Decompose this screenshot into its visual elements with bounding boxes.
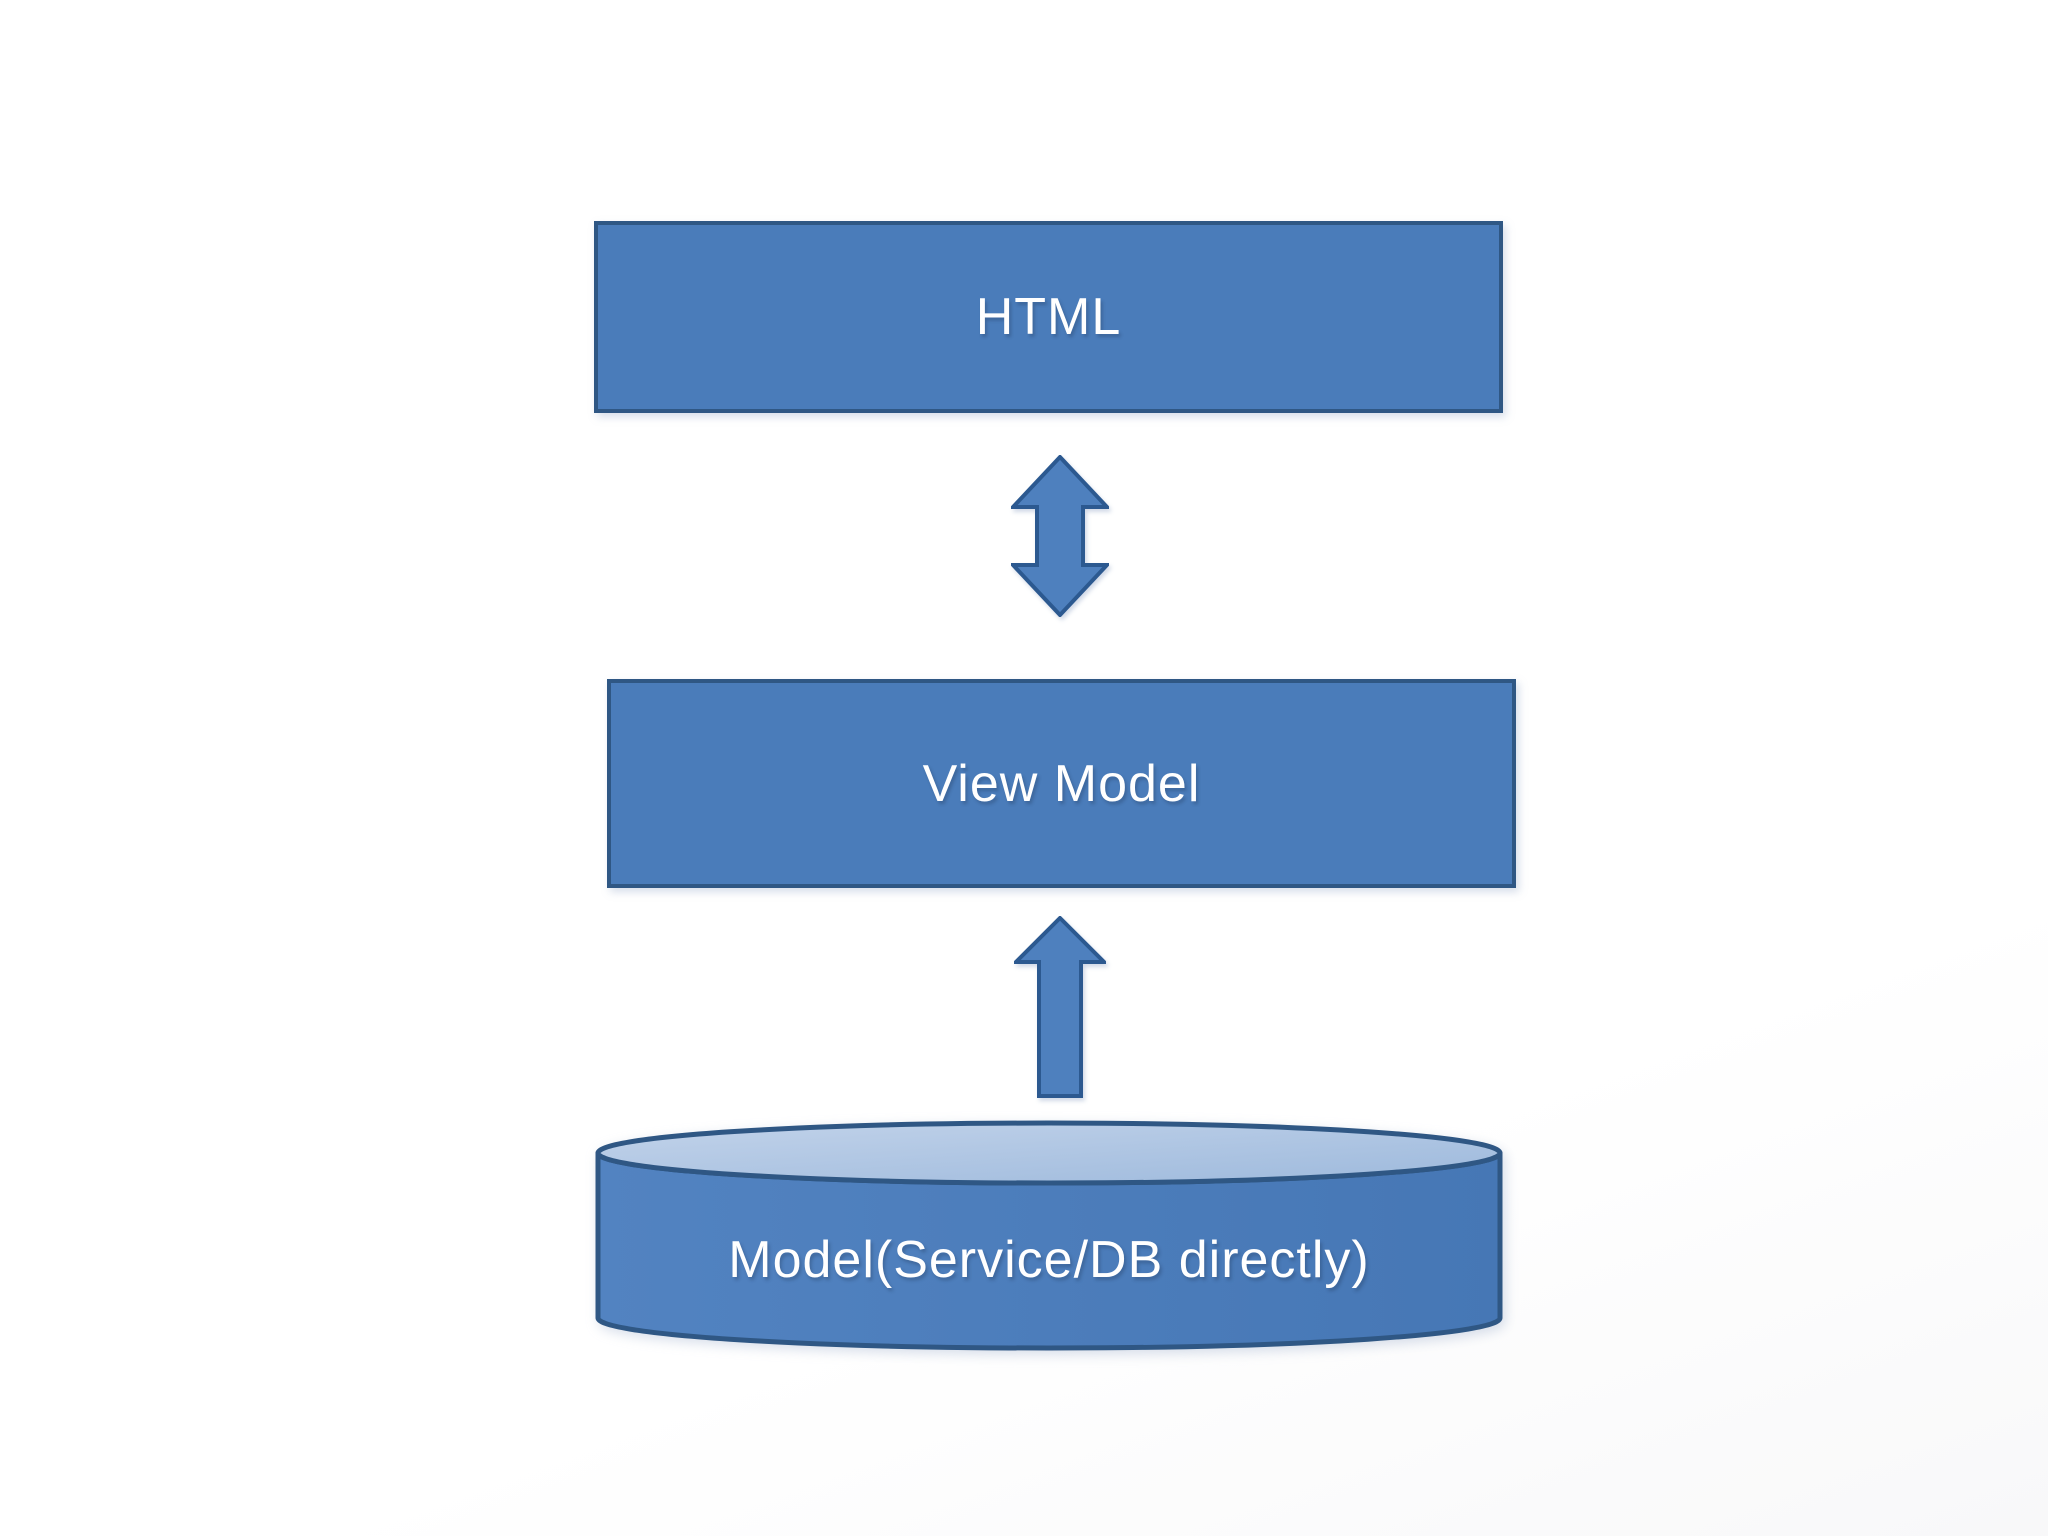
node-html-label: HTML: [975, 288, 1122, 346]
node-model-cylinder: [595, 1120, 1503, 1351]
up-arrow-connector: [1014, 916, 1106, 1098]
node-view-model-box: View Model: [607, 679, 1516, 888]
node-view-model-label: View Model: [922, 754, 1201, 813]
double-headed-arrow-connector: [1011, 455, 1109, 617]
node-html-box: HTML: [594, 221, 1503, 413]
